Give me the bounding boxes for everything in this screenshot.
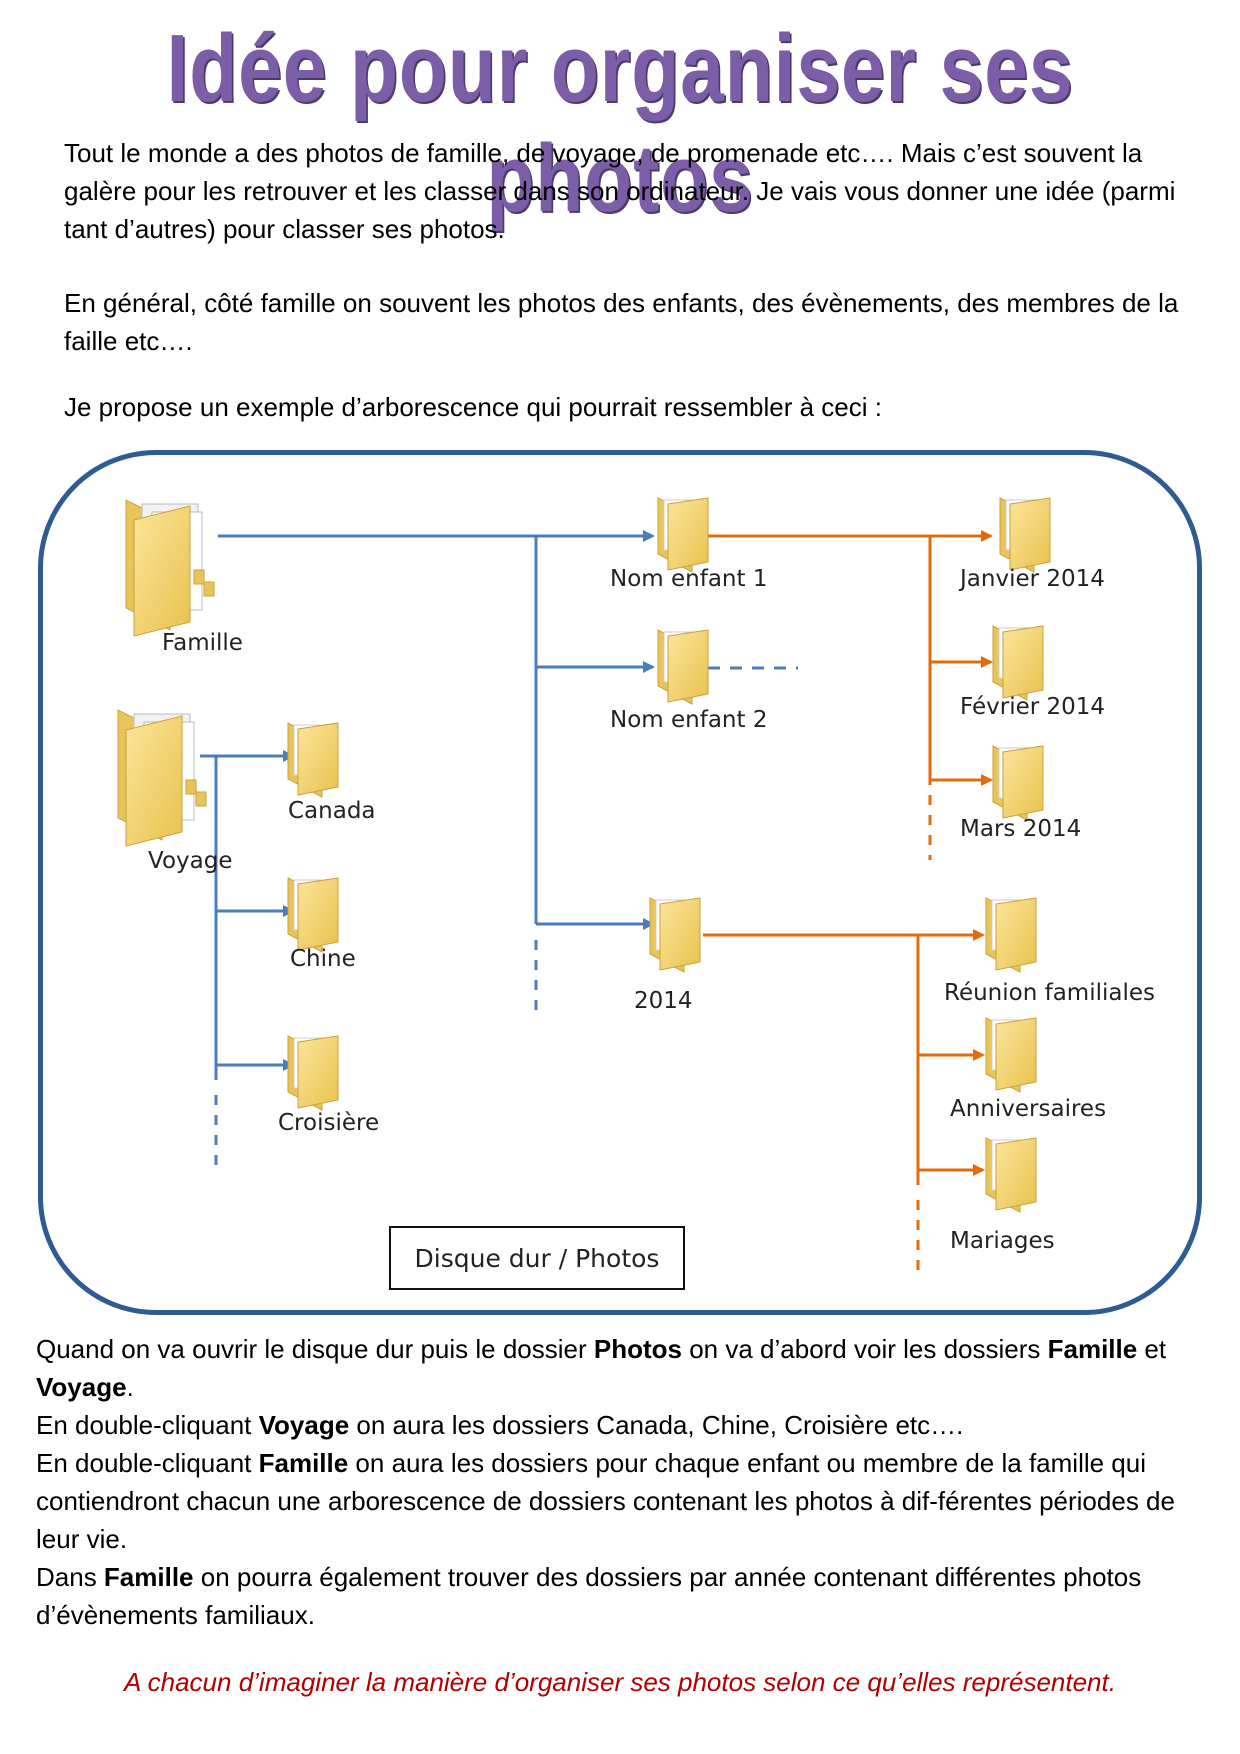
explanation-text: Quand on va ouvrir le disque dur puis le… [36,1330,1206,1634]
explanation-line-2: En double-cliquant Voyage on aura les do… [36,1406,1206,1444]
label-reunion-familiales: Réunion familiales [944,980,1155,1006]
folder-icon-nom-enfant-2 [657,629,709,705]
intro-paragraph-3: Je propose un exemple d’arborescence qui… [64,392,882,422]
text-span: Quand on va ouvrir le disque dur puis le… [36,1334,594,1364]
bold-voyage: Voyage [258,1410,350,1440]
folder-icon-2014 [649,897,701,973]
label-fevrier-2014: Février 2014 [960,694,1105,720]
text-span: et [1137,1334,1167,1364]
bold-famille: Famille [258,1448,349,1478]
folder-icon-croisiere [287,1035,339,1111]
label-famille: Famille [162,630,243,656]
bold-famille: Famille [103,1562,194,1592]
intro-paragraph-2: En général, côté famille on souvent les … [64,288,1179,356]
page-title: Idée pour organiser ses photos [166,15,1074,232]
text-span: Dans [36,1562,104,1592]
folder-icon-reunion-familiales [985,897,1037,973]
folder-icon-famille [125,499,215,637]
label-mars-2014: Mars 2014 [960,816,1081,842]
label-chine: Chine [290,946,356,972]
label-2014: 2014 [634,988,693,1014]
label-voyage: Voyage [148,848,232,874]
explanation-line-4: Dans Famille on pourra également trouver… [36,1558,1206,1634]
orange-connectors [703,530,993,1280]
bold-photos: Photos [593,1334,682,1364]
label-croisiere: Croisière [278,1110,379,1136]
text-span: on aura les dossiers Canada, Chine, Croi… [349,1410,964,1440]
text-span: on va d’abord voir les dossiers [681,1334,1048,1364]
text-span: En double-cliquant [36,1448,259,1478]
folder-icon-mars-2014 [992,745,1044,821]
label-canada: Canada [288,798,376,824]
folder-tree-diagram: Famille Voyage Canada Chine Croisière No… [117,497,1155,1280]
explanation-line-3: En double-cliquant Famille on aura les d… [36,1444,1206,1558]
text-span: . [126,1372,134,1402]
label-anniversaires: Anniversaires [950,1096,1106,1122]
folder-icon-voyage [117,709,207,847]
label-nom-enfant-1: Nom enfant 1 [610,566,767,592]
label-nom-enfant-2: Nom enfant 2 [610,707,767,733]
label-janvier-2014: Janvier 2014 [958,566,1105,592]
diagram-frame [38,450,1202,1315]
text-span: on pourra également trouver des dossiers… [36,1562,1142,1630]
folder-icon-anniversaires [985,1017,1037,1093]
explanation-line-1: Quand on va ouvrir le disque dur puis le… [36,1330,1206,1406]
bold-voyage: Voyage [36,1372,127,1402]
root-label-box: Disque dur / Photos [389,1226,685,1290]
text-span: on aura les dossiers pour chaque enfant … [36,1448,1175,1554]
folder-icon-mariages [985,1137,1037,1213]
folder-icon-canada [287,722,339,798]
folder-icon-nom-enfant-1 [657,497,709,573]
label-mariages: Mariages [950,1228,1055,1254]
intro-paragraph-1: Tout le monde a des photos de famille, d… [64,138,1176,244]
folder-icon-janvier-2014 [999,497,1051,573]
folder-icon-chine [287,877,339,953]
blue-connectors [200,530,798,1170]
bold-famille: Famille [1047,1334,1138,1364]
text-span: En double-cliquant [36,1410,259,1440]
folder-icon-fevrier-2014 [992,625,1044,701]
closing-note: A chacun d’imaginer la manière d’organis… [124,1667,1116,1697]
